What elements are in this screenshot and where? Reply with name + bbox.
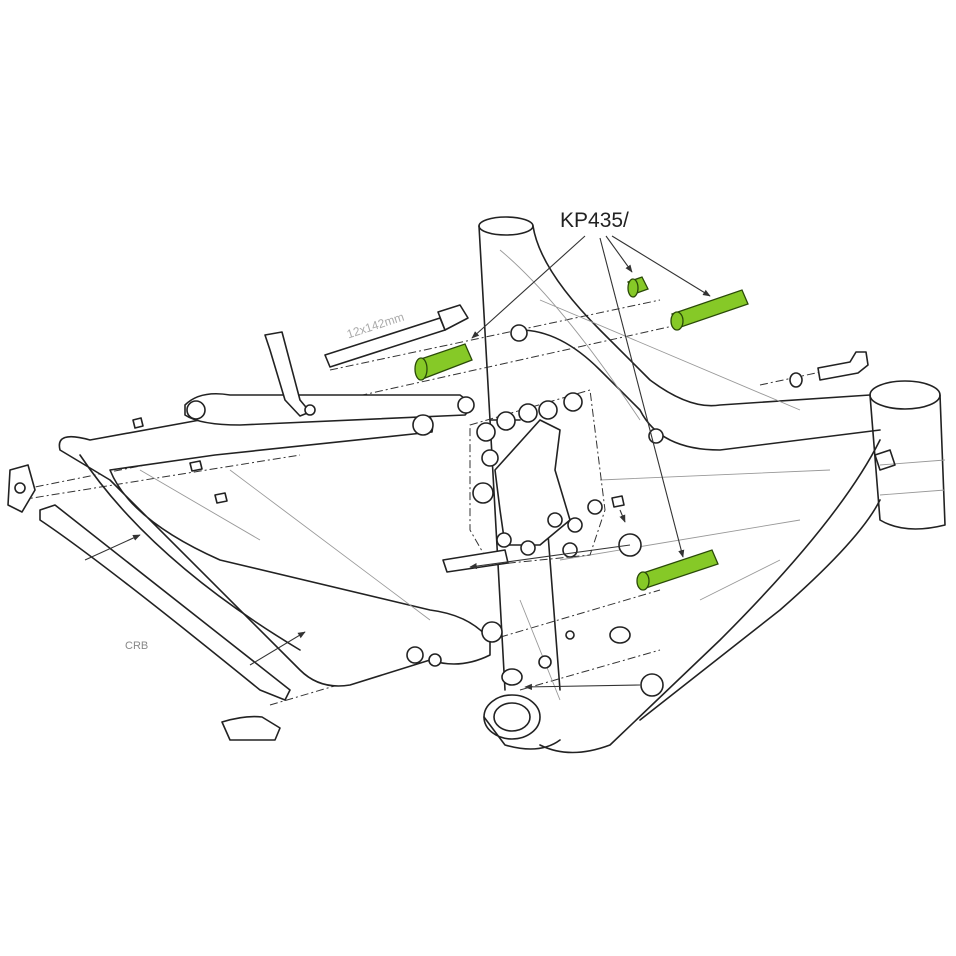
part-number-callout: KP435/ <box>560 209 629 232</box>
callout-arrows <box>84 235 711 690</box>
crb-label: CRB <box>125 640 149 652</box>
rear-triangle <box>58 392 503 687</box>
rocker-link <box>469 389 664 697</box>
small-hardware <box>7 331 869 686</box>
front-triangle <box>478 216 946 754</box>
highlighted-parts <box>414 276 749 591</box>
pivot-axle-green-lower <box>639 549 719 589</box>
chainstay-protector <box>39 504 291 741</box>
rear-thru-axle <box>324 304 469 368</box>
